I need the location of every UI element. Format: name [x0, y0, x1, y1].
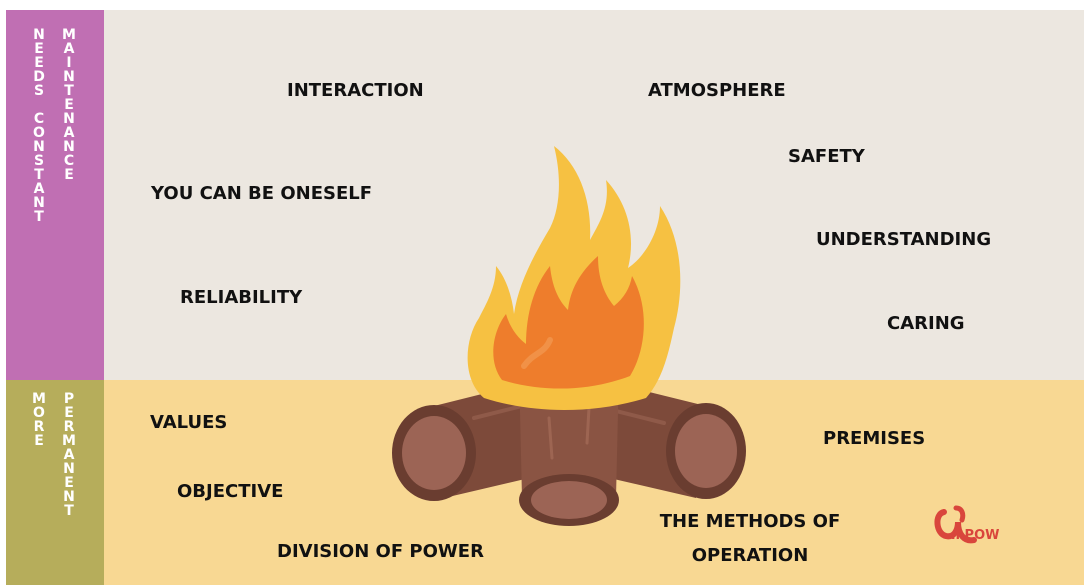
- label-interaction: INTERACTION: [287, 80, 424, 101]
- sidebar-more-permanent: [6, 380, 104, 585]
- label-methods-line2: OPERATION: [691, 545, 809, 566]
- campfire-illustration: [392, 146, 746, 526]
- label-atmosphere: ATMOSPHERE: [648, 80, 786, 101]
- mpow-logo-text: mPOW: [951, 528, 1000, 543]
- label-safety: SAFETY: [788, 146, 865, 167]
- label-caring: CARING: [887, 313, 965, 334]
- label-premises: PREMISES: [823, 428, 926, 449]
- label-values: VALUES: [150, 412, 228, 433]
- label-understanding: UNDERSTANDING: [816, 229, 992, 250]
- label-objective: OBJECTIVE: [177, 481, 284, 502]
- label-methods-line1: THE METHODS OF: [659, 511, 841, 532]
- label-reliability: RELIABILITY: [180, 287, 303, 308]
- label-you-can-be-oneself: YOU CAN BE ONESELF: [151, 183, 373, 204]
- label-methods-of-operation: THE METHODS OF OPERATION: [650, 505, 850, 573]
- mpow-logo-mark: [934, 505, 977, 544]
- label-division-of-power: DIVISION OF POWER: [277, 541, 484, 562]
- sidebar-needs-constant-maintenance: [6, 10, 104, 380]
